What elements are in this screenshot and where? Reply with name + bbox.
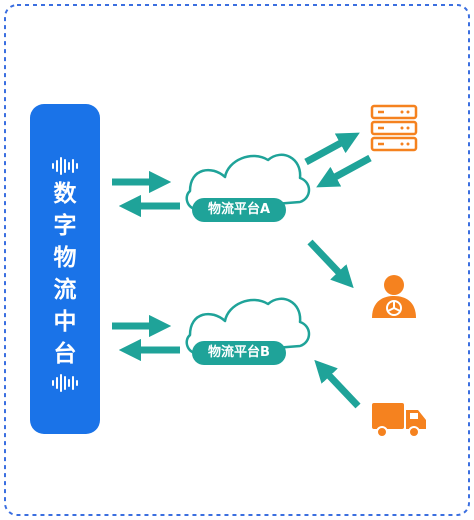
double-arrow-hub-platform-a: [112, 170, 180, 218]
outer-dashed-border: [4, 4, 470, 516]
double-arrow-hub-platform-b: [112, 314, 180, 362]
platform-a-label: 物流平台A: [207, 202, 271, 217]
hub-wave-icon-bottom: [52, 374, 78, 392]
truck-icon: [372, 403, 426, 438]
cloud-platform-a: [185, 153, 311, 222]
hub-wave-icon-top: [52, 157, 78, 175]
hub-char: 数: [53, 181, 77, 207]
hub-char: 台: [53, 341, 77, 367]
person-icon: [372, 275, 416, 318]
hub-label: 数 字 物 流 中 台: [30, 178, 100, 370]
hub-bar: [30, 104, 100, 434]
hub-char: 流: [53, 277, 77, 303]
arrow-platform-a-to-person: [307, 239, 354, 289]
platform-b-label: 物流平台B: [208, 345, 270, 360]
cloud-platform-b: [185, 297, 311, 365]
hub-char: 中: [53, 309, 77, 335]
arrow-truck-to-platform-b: [314, 359, 361, 409]
hub-char: 字: [53, 213, 77, 239]
server-icon: [370, 104, 418, 152]
hub-char: 物: [53, 245, 77, 271]
double-arrow-platform-a-server: [304, 132, 372, 188]
